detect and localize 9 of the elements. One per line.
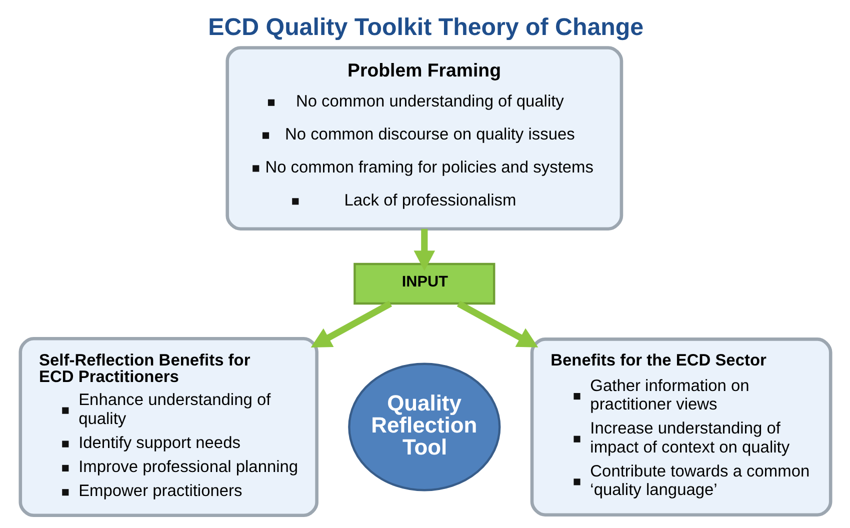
node-box: Benefits for the ECD Sector Gather information on practitioner views Increase understanding of impact of context on quality Contribute towards a common ‘quality language’ xyxy=(530,338,832,516)
node-box: Self-Reflection Benefits for ECD Practitioners Enhance understanding of quality Identify support needs Improve professional planning Empower practitioners xyxy=(18,337,318,518)
node-box: Problem Framing No common understanding of quality No common discourse on quality issues No common framing for policies and systems Lack of professionalism xyxy=(225,46,623,231)
arrow xyxy=(413,228,435,271)
arrow xyxy=(456,300,538,348)
node-box: INPUT xyxy=(353,262,495,305)
node-ellipse: Quality Reflection Tool xyxy=(348,362,500,492)
diagram-title: ECD Quality Toolkit Theory of Change xyxy=(208,14,644,42)
arrow xyxy=(310,300,392,348)
